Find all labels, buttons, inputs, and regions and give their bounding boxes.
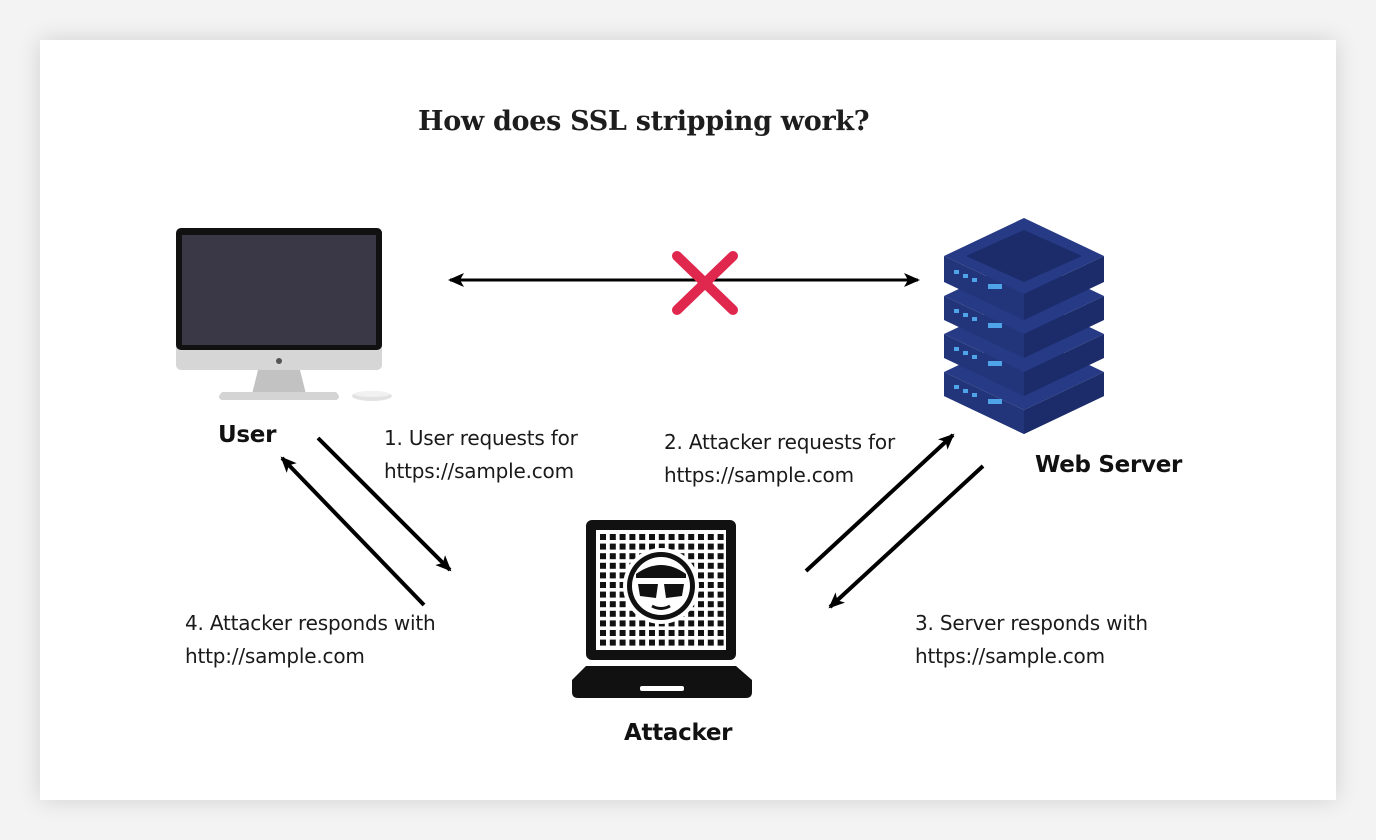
step-1-line-1: 1. User requests for [384, 426, 578, 450]
step-2-line-1: 2. Attacker requests for [664, 430, 895, 454]
user-label: User [218, 422, 277, 448]
arrow-server-to-attacker [828, 464, 985, 609]
step-4-line-1: 4. Attacker responds with [185, 611, 436, 635]
step-2-line-2: https://sample.com [664, 463, 854, 487]
step-4-text: 4. Attacker responds with http://sample.… [185, 607, 436, 673]
step-2-text: 2. Attacker requests for https://sample.… [664, 426, 895, 492]
arrow-user-to-attacker [316, 436, 452, 572]
desktop-computer-icon [176, 228, 392, 401]
step-3-line-2: https://sample.com [915, 644, 1105, 668]
server-stack-icon [944, 218, 1104, 434]
step-3-text: 3. Server responds with https://sample.c… [915, 607, 1148, 673]
step-1-line-2: https://sample.com [384, 459, 574, 483]
attacker-label: Attacker [624, 720, 733, 746]
blocked-x-icon [672, 251, 738, 315]
step-4-line-2: http://sample.com [185, 644, 365, 668]
diagram-title: How does SSL stripping work? [418, 106, 870, 137]
arrow-attacker-to-user [280, 456, 426, 607]
web-server-label: Web Server [1035, 452, 1183, 478]
step-3-line-1: 3. Server responds with [915, 611, 1148, 635]
step-1-text: 1. User requests for https://sample.com [384, 422, 578, 488]
hacker-laptop-icon [572, 520, 752, 698]
arrow-attacker-to-server [804, 433, 955, 573]
